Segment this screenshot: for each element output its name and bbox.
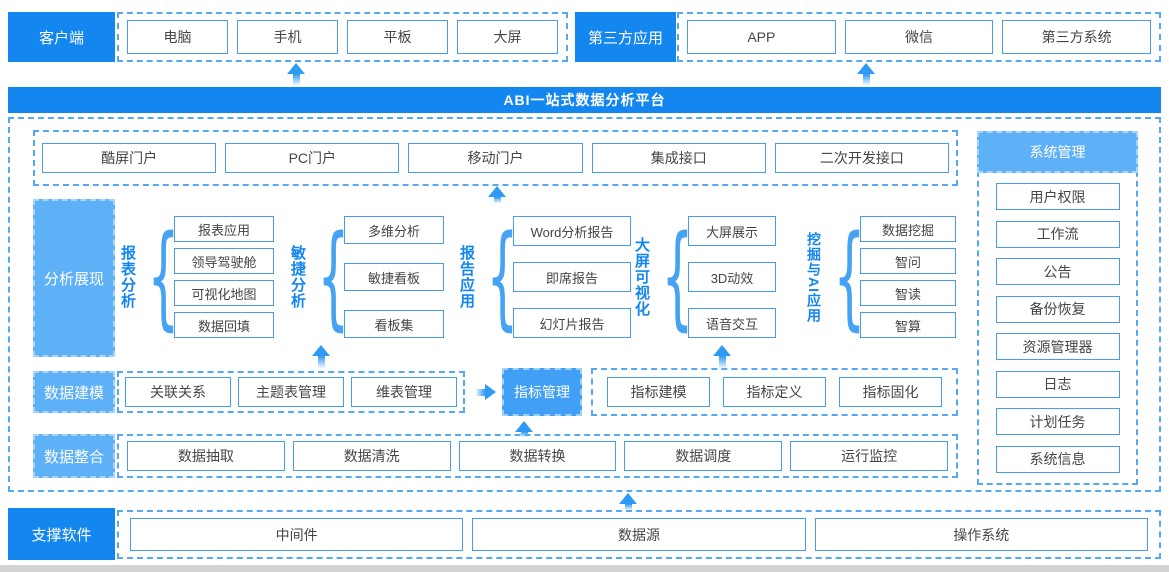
node-announcement: 公告 xyxy=(995,258,1120,286)
brace-icon: { xyxy=(147,212,180,342)
thirdparty-section-label: 第三方应用 xyxy=(575,12,676,62)
metric-group: 指标建模 指标定义 指标固化 xyxy=(591,368,958,416)
node-data-clean: 数据清洗 xyxy=(292,441,451,471)
up-arrow-icon xyxy=(619,493,637,510)
portal-interface-group: 酷屏门户 PC门户 移动门户 集成接口 二次开发接口 xyxy=(33,130,958,186)
node-tablet: 平板 xyxy=(347,20,448,54)
node-relation: 关联关系 xyxy=(125,377,231,407)
node-user-permission: 用户权限 xyxy=(995,183,1120,211)
group-bigscreen-visualization-title: 大屏可视化 xyxy=(633,237,650,317)
node-computer: 电脑 xyxy=(127,20,228,54)
node-os: 操作系统 xyxy=(814,518,1148,551)
up-arrow-icon xyxy=(312,345,330,368)
modeling-section-label: 数据建模 xyxy=(33,371,115,413)
right-arrow-icon xyxy=(476,384,496,400)
group-mining-ai: 挖掘与AI应用 { 数据挖掘 智问 智读 智算 xyxy=(805,216,956,338)
node-run-monitor: 运行监控 xyxy=(790,441,948,471)
node-metric-modeling: 指标建模 xyxy=(607,377,710,407)
node-smart-compute: 智算 xyxy=(860,312,956,338)
node-mobile-portal: 移动门户 xyxy=(408,143,583,173)
group-mining-ai-title: 挖掘与AI应用 xyxy=(806,231,822,323)
brace-icon: { xyxy=(486,212,519,342)
node-coolscreen-portal: 酷屏门户 xyxy=(42,143,217,173)
node-integration-api: 集成接口 xyxy=(591,143,766,173)
platform-title-banner: ABI一站式数据分析平台 xyxy=(8,87,1161,113)
up-arrow-icon xyxy=(488,186,506,203)
node-visual-map: 可视化地图 xyxy=(174,280,274,306)
platform-container xyxy=(8,117,1161,492)
brace-icon: { xyxy=(317,212,350,342)
node-plan-task: 计划任务 xyxy=(995,408,1120,436)
group-report-application: 报告应用 { Word分析报告 即席报告 幻灯片报告 xyxy=(458,216,631,338)
thirdparty-apps-group: APP 微信 第三方系统 xyxy=(677,12,1161,62)
node-leader-cockpit: 领导驾驶舱 xyxy=(174,248,274,274)
node-data-transform: 数据转换 xyxy=(458,441,617,471)
node-metric-definition: 指标定义 xyxy=(723,377,826,407)
node-wechat: 微信 xyxy=(844,20,994,54)
brace-icon: { xyxy=(833,212,866,342)
group-agile-analysis: 敏捷分析 { 多维分析 敏捷看板 看板集 xyxy=(289,216,444,338)
node-smart-ask: 智问 xyxy=(860,248,956,274)
group-report-application-title: 报告应用 xyxy=(458,245,475,309)
node-backup-restore: 备份恢复 xyxy=(995,295,1120,323)
integration-group: 数据抽取 数据清洗 数据转换 数据调度 运行监控 xyxy=(117,434,958,478)
node-adhoc-report: 即席报告 xyxy=(513,262,631,292)
node-metric-mgmt: 指标管理 xyxy=(502,368,582,416)
node-bigscreen: 大屏 xyxy=(457,20,558,54)
system-mgmt-items: 用户权限 工作流 公告 备份恢复 资源管理器 日志 计划任务 系统信息 xyxy=(977,173,1138,483)
node-data-mining: 数据挖掘 xyxy=(860,216,956,242)
integration-section-label: 数据整合 xyxy=(33,434,115,478)
system-mgmt-header: 系统管理 xyxy=(977,131,1138,173)
node-app: APP xyxy=(687,20,836,54)
node-data-backfill: 数据回填 xyxy=(174,312,274,338)
node-dim-table-mgmt: 维表管理 xyxy=(351,377,457,407)
node-middleware: 中间件 xyxy=(130,518,464,551)
node-secondary-dev-api: 二次开发接口 xyxy=(774,143,950,173)
up-arrow-icon xyxy=(857,63,875,85)
window-bottom-edge xyxy=(0,565,1169,572)
node-3d-effects: 3D动效 xyxy=(688,262,776,292)
node-datasource: 数据源 xyxy=(472,518,806,551)
node-system-info: 系统信息 xyxy=(995,445,1120,473)
node-board-set: 看板集 xyxy=(344,310,444,338)
node-slide-report: 幻灯片报告 xyxy=(513,308,631,338)
node-smart-read: 智读 xyxy=(860,280,956,306)
up-arrow-icon xyxy=(287,63,305,85)
client-devices-group: 电脑 手机 平板 大屏 xyxy=(117,12,568,62)
node-phone: 手机 xyxy=(237,20,338,54)
node-data-extract: 数据抽取 xyxy=(127,441,285,471)
group-report-analysis-title: 报表分析 xyxy=(119,245,136,309)
node-voice-interaction: 语音交互 xyxy=(688,308,776,338)
node-agile-board: 敏捷看板 xyxy=(344,263,444,291)
node-metric-solidify: 指标固化 xyxy=(839,377,942,407)
analysis-section-label: 分析展现 xyxy=(33,199,115,357)
support-section-label: 支撑软件 xyxy=(8,508,115,560)
node-workflow: 工作流 xyxy=(995,220,1120,248)
brace-icon: { xyxy=(661,212,694,342)
node-data-schedule: 数据调度 xyxy=(624,441,783,471)
node-bigscreen-display: 大屏展示 xyxy=(688,216,776,246)
node-subject-table-mgmt: 主题表管理 xyxy=(238,377,344,407)
group-report-analysis: 报表分析 { 报表应用 领导驾驶舱 可视化地图 数据回填 xyxy=(119,216,274,338)
node-resource-manager: 资源管理器 xyxy=(995,333,1120,361)
group-agile-analysis-title: 敏捷分析 xyxy=(289,245,306,309)
group-bigscreen-visualization: 大屏可视化 { 大屏展示 3D动效 语音交互 xyxy=(633,216,776,338)
up-arrow-icon xyxy=(713,345,731,368)
node-pc-portal: PC门户 xyxy=(225,143,400,173)
support-group: 中间件 数据源 操作系统 xyxy=(117,510,1161,559)
node-multidim-analysis: 多维分析 xyxy=(344,216,444,244)
node-thirdparty-system: 第三方系统 xyxy=(1002,20,1152,54)
node-word-report: Word分析报告 xyxy=(513,216,631,246)
client-section-label: 客户端 xyxy=(8,12,115,62)
node-report-app: 报表应用 xyxy=(174,216,274,242)
modeling-group: 关联关系 主题表管理 维表管理 xyxy=(117,371,465,413)
node-log: 日志 xyxy=(995,370,1120,398)
